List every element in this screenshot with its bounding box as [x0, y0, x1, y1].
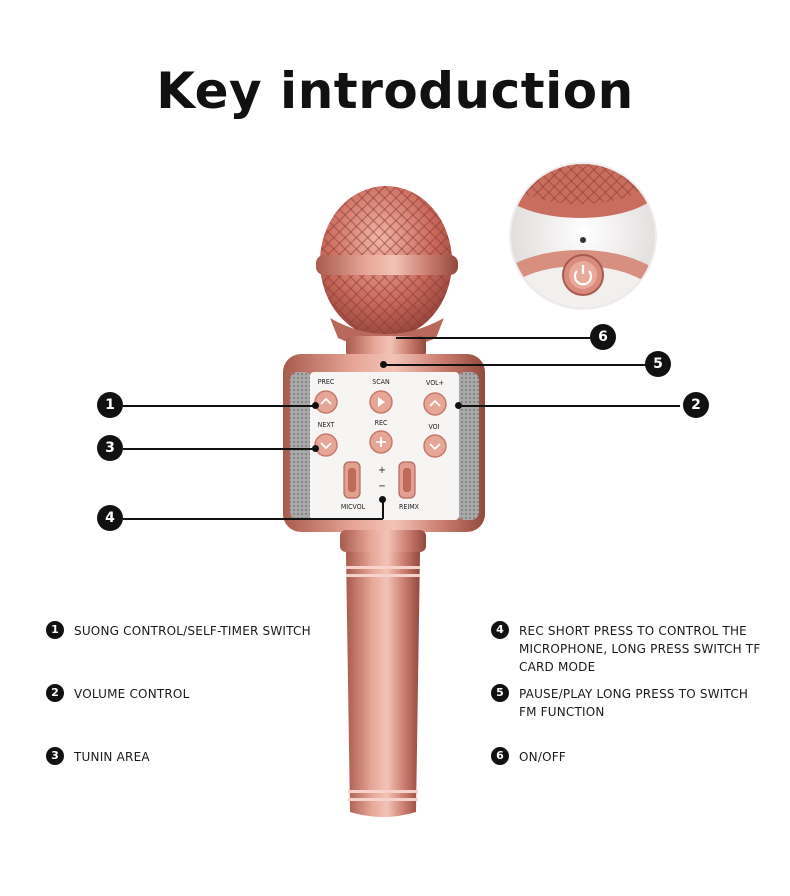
callout-6-leader: [396, 337, 591, 339]
mic-head: [316, 186, 458, 349]
mic-neck: [346, 336, 426, 358]
control-buttons: [314, 390, 447, 499]
callout-5-leader: [384, 364, 646, 366]
callout-4-dot: [379, 496, 386, 503]
callout-1-leader: [123, 405, 316, 407]
legend-number: 5: [491, 684, 509, 702]
scan-label: SCAN: [372, 378, 390, 386]
speaker-grill-right: [457, 372, 479, 520]
prec-label: PREC: [317, 378, 335, 386]
legend-number: 4: [491, 621, 509, 639]
reimx-label: REIMX: [399, 503, 419, 511]
legend-item-5: 5 PAUSE/PLAY LONG PRESS TO SWITCH FM FUN…: [491, 684, 761, 721]
next-button: [314, 433, 338, 457]
legend-item-6: 6 ON/OFF: [491, 747, 761, 766]
legend-number: 6: [491, 747, 509, 765]
page-title: Key introduction: [156, 62, 634, 120]
legend-text: PAUSE/PLAY LONG PRESS TO SWITCH FM FUNCT…: [519, 687, 749, 719]
legend-text: REC SHORT PRESS TO CONTROL THE MICROPHON…: [519, 624, 761, 674]
callout-1-badge: 1: [97, 392, 123, 418]
callout-3-badge: 3: [97, 435, 123, 461]
callout-2-dot: [455, 402, 462, 409]
legend-text: TUNIN AREA: [74, 750, 150, 764]
legend-text: VOLUME CONTROL: [74, 687, 190, 701]
callout-3-leader: [123, 448, 316, 450]
legend-text: SUONG CONTROL/SELF-TIMER SWITCH: [74, 624, 311, 638]
speaker-grill-left: [290, 372, 312, 520]
callout-5-badge: 5: [645, 351, 671, 377]
legend-item-1: 1 SUONG CONTROL/SELF-TIMER SWITCH: [46, 621, 346, 640]
legend-item-2: 2 VOLUME CONTROL: [46, 684, 346, 703]
legend-text: ON/OFF: [519, 750, 566, 764]
vol-minus-button: [423, 434, 447, 458]
callout-4-badge: 4: [97, 505, 123, 531]
callout-3-dot: [312, 445, 319, 452]
callout-2-badge: 2: [683, 392, 709, 418]
mic-collar: [340, 530, 426, 552]
micvol-label: MICVOL: [340, 503, 366, 511]
minus-label: −: [378, 481, 386, 492]
callout-4-leader-vertical: [382, 500, 384, 519]
callout-6-badge: 6: [590, 324, 616, 350]
prec-button: [314, 390, 338, 414]
next-label: NEXT: [317, 421, 335, 429]
vol-plus-button: [423, 392, 447, 416]
legend-number: 3: [46, 747, 64, 765]
vol-minus-label: VOI: [428, 423, 440, 431]
callout-1-dot: [312, 402, 319, 409]
mic-handle: [346, 552, 420, 817]
vol-plus-label: VOL+: [426, 379, 444, 387]
power-button-inset: [509, 162, 657, 310]
legend-item-3: 3 TUNIN AREA: [46, 747, 346, 766]
plus-label: +: [378, 465, 386, 476]
callout-2-leader: [458, 405, 680, 407]
rec-label: REC: [374, 419, 388, 427]
legend-number: 2: [46, 684, 64, 702]
legend-number: 1: [46, 621, 64, 639]
callout-4-leader: [123, 518, 383, 520]
legend-item-4: 4 REC SHORT PRESS TO CONTROL THE MICROPH…: [491, 621, 761, 676]
callout-5-dot: [380, 361, 387, 368]
